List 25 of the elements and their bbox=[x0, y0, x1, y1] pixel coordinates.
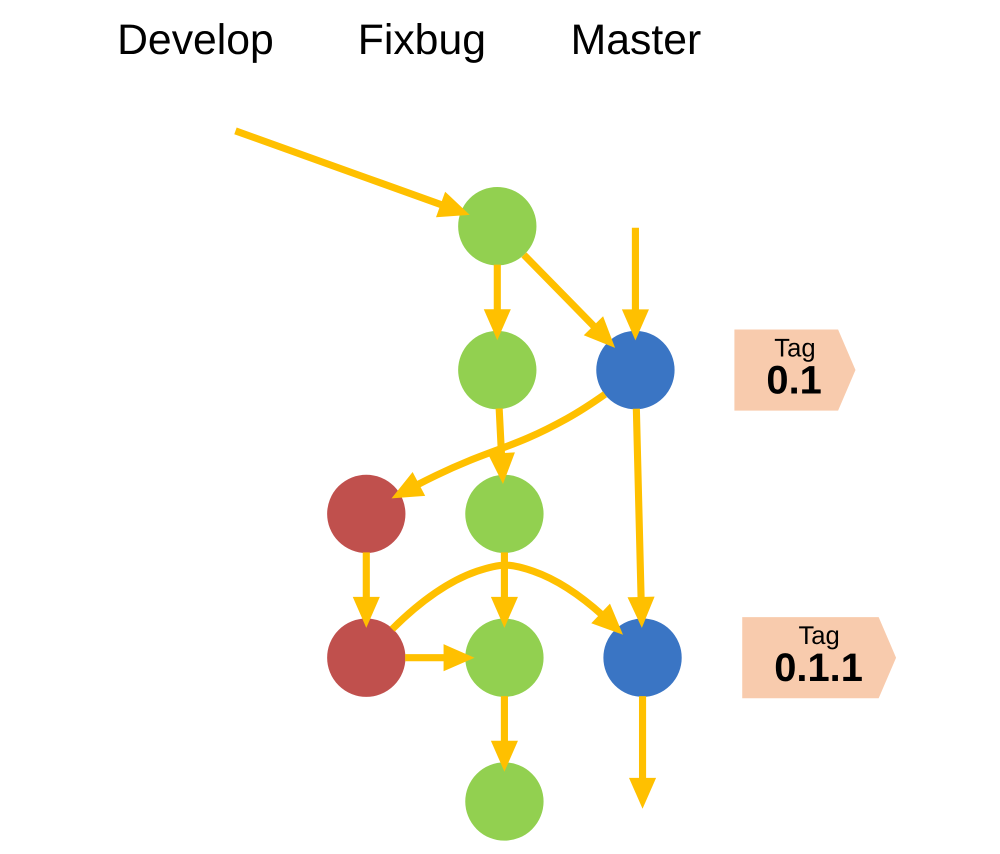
label: Fixbug bbox=[357, 16, 486, 64]
arrow bbox=[628, 696, 656, 809]
arrow bbox=[389, 562, 623, 635]
node-circle bbox=[464, 762, 544, 841]
arrow bbox=[487, 408, 514, 484]
arrow bbox=[404, 644, 474, 672]
arrow bbox=[627, 408, 654, 628]
node-circle bbox=[458, 330, 536, 410]
node-circle bbox=[458, 187, 536, 266]
arrow bbox=[490, 552, 518, 628]
label: Develop bbox=[116, 16, 274, 64]
arrow bbox=[391, 391, 606, 498]
node-circle bbox=[596, 330, 674, 410]
label: Master bbox=[570, 16, 701, 64]
node-circle bbox=[326, 474, 405, 554]
node-circle bbox=[464, 618, 544, 697]
arrow bbox=[483, 264, 510, 340]
node-circle bbox=[464, 474, 544, 554]
arrow bbox=[621, 228, 648, 340]
node-circle bbox=[602, 618, 682, 697]
arrow bbox=[352, 552, 380, 628]
arrow bbox=[520, 252, 615, 348]
arrow bbox=[234, 128, 470, 218]
node-circle bbox=[326, 618, 405, 697]
arrow bbox=[490, 696, 518, 772]
